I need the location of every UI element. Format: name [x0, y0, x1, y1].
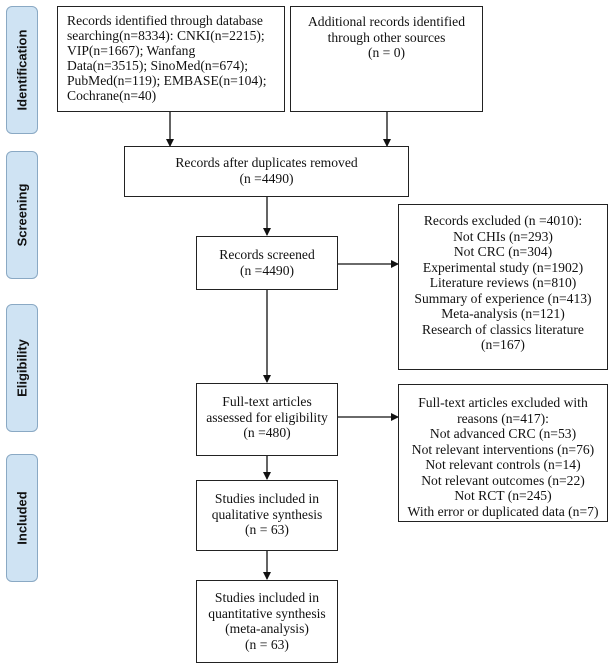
box-line: Cochrane(n=40)	[67, 88, 157, 103]
duplicates-removed-box: Records after duplicates removed (n =449…	[124, 146, 409, 197]
other-sources-box: Additional records identified through ot…	[290, 6, 483, 112]
box-line: Records after duplicates removed	[175, 155, 358, 170]
box-line: Studies included in	[214, 491, 320, 506]
box-line: Not RCT (n=245)	[454, 488, 552, 503]
box-line: (n =4490)	[239, 170, 294, 186]
box-line: Not relevant controls (n=14)	[425, 457, 581, 472]
box-line: VIP(n=1667); Wanfang	[67, 43, 196, 58]
qualitative-synthesis-box: Studies included in qualitative synthesi…	[196, 480, 338, 551]
box-line: through other sources	[327, 29, 446, 45]
box-line: searching(n=8334): CNKI(n=2215);	[67, 28, 265, 43]
box-line: reasons (n=417):	[457, 410, 549, 426]
box-line: Additional records identified	[307, 14, 466, 29]
box-line: Full-text articles excluded with	[418, 395, 588, 410]
box-line: With error or duplicated data (n=7)	[407, 503, 599, 519]
box-line: Experimental study (n=1902)	[422, 259, 584, 275]
box-line: Records screened	[219, 247, 315, 262]
box-line: Research of classics literature	[422, 321, 584, 337]
database-records-box: Records identified through database sear…	[57, 6, 285, 112]
box-line: Not advanced CRC (n=53)	[429, 426, 577, 441]
box-line: Summary of experience (n=413)	[414, 290, 592, 306]
box-line: (n = 0)	[367, 45, 406, 60]
box-line: (n =4490)	[239, 262, 295, 278]
box-line: Records identified through database	[67, 13, 263, 28]
records-screened-box: Records screened (n =4490)	[196, 236, 338, 290]
box-line: (n = 63)	[245, 636, 289, 652]
stage-included: Included	[6, 454, 38, 582]
box-line: Studies included in	[214, 590, 320, 605]
box-line: Meta-analysis (n=121)	[441, 306, 565, 321]
records-excluded-box: Records excluded (n =4010): Not CHIs (n=…	[398, 204, 608, 370]
box-line: (n =480)	[243, 425, 291, 440]
box-line: quantitative synthesis	[208, 605, 326, 621]
box-line: assessed for eligibility	[206, 409, 328, 425]
stage-eligibility: Eligibility	[6, 304, 38, 432]
box-line: Literature reviews (n=810)	[429, 275, 577, 290]
box-line: (n = 63)	[245, 522, 289, 537]
box-line: Not CRC (n=304)	[453, 244, 553, 259]
box-line: Not relevant outcomes (n=22)	[421, 472, 585, 488]
box-line: Full-text articles	[222, 394, 312, 409]
box-line: Not CHIs (n=293)	[453, 228, 553, 244]
box-line: qualitative synthesis	[211, 506, 323, 522]
box-line: Not relevant interventions (n=76)	[411, 441, 595, 457]
box-line: (meta-analysis)	[225, 621, 309, 636]
box-line: (n=167)	[481, 337, 525, 352]
stage-identification: Identification	[6, 6, 38, 134]
full-text-assessed-box: Full-text articles assessed for eligibil…	[196, 383, 338, 456]
stage-screening: Screening	[6, 151, 38, 279]
box-line: Records excluded (n =4010):	[423, 213, 583, 228]
box-line: Data(n=3515); SinoMed(n=674);	[67, 58, 249, 73]
quantitative-synthesis-box: Studies included in quantitative synthes…	[196, 580, 338, 663]
box-line: PubMed(n=119); EMBASE(n=104);	[67, 73, 267, 88]
full-text-excluded-box: Full-text articles excluded with reasons…	[398, 384, 608, 522]
